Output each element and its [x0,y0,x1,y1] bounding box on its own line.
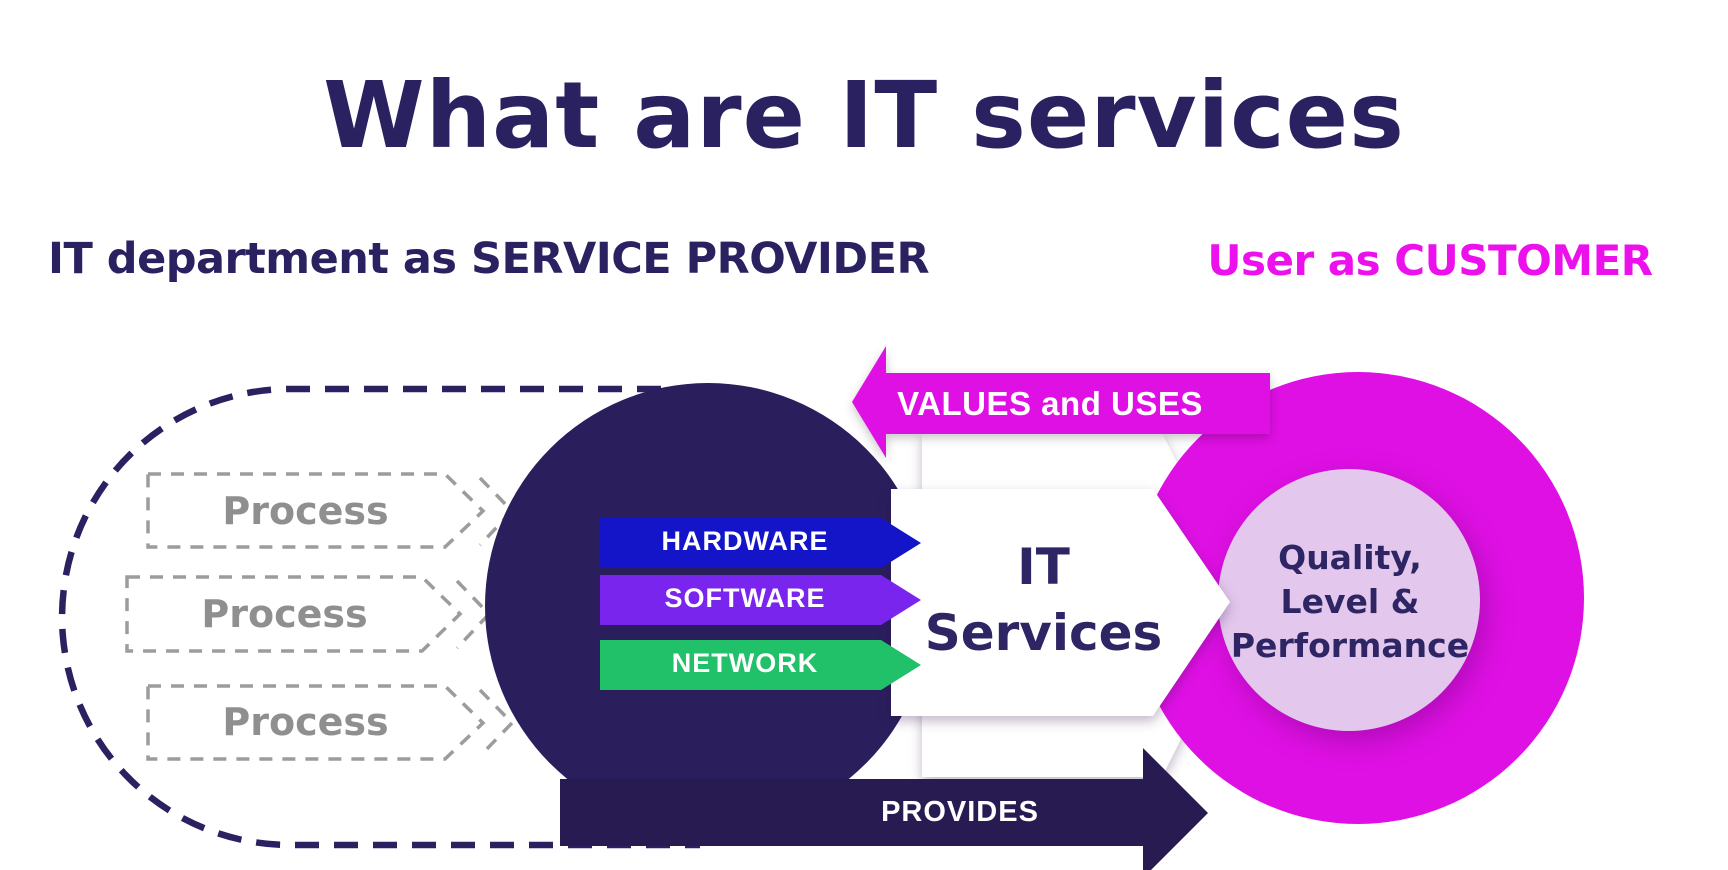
process-box-1 [146,472,515,549]
software-arrow-label: SOFTWARE [664,583,826,613]
provides-arrow-label: PROVIDES [881,796,1039,828]
provider-boundary-outline [58,385,700,849]
customer-heading: User as CUSTOMER [1207,236,1653,285]
component-arrow-software [600,575,921,625]
process-label: Process [222,489,389,533]
it-services-label: IT Services [891,534,1196,666]
quality-line: Level & [1280,582,1420,621]
values-arrow-label: VALUES and USES [897,385,1203,422]
quality-line: Quality, [1278,538,1422,577]
it-services-line1: IT [1017,538,1070,596]
quality-line: Performance [1230,626,1470,665]
process-label: Process [222,700,389,744]
provider-heading: IT department as SERVICE PROVIDER [48,234,930,284]
provides-arrow [560,748,1208,870]
values-arrow [852,346,1270,458]
process-box-3 [146,684,515,761]
it-services-arrow [891,489,1230,716]
process-box-outline [146,472,486,549]
process-label: Process [201,592,368,636]
customer-inner-circle [1218,469,1480,731]
process-chevron-icon [478,476,515,547]
network-arrow-label: NETWORK [671,648,819,678]
component-arrow-network [600,640,921,690]
page-title: What are IT services [323,62,1405,169]
it-services-line2: Services [924,604,1163,662]
quality-circle-label: Quality, Level & Performance [1219,536,1481,668]
component-arrow-hardware [600,518,921,568]
process-chevron-icon [455,579,492,650]
process-box-outline [146,684,486,761]
process-box-outline [125,575,463,653]
process-chevron-icon [478,688,515,758]
hardware-arrow-label: HARDWARE [661,526,829,556]
process-box-2 [125,575,492,653]
